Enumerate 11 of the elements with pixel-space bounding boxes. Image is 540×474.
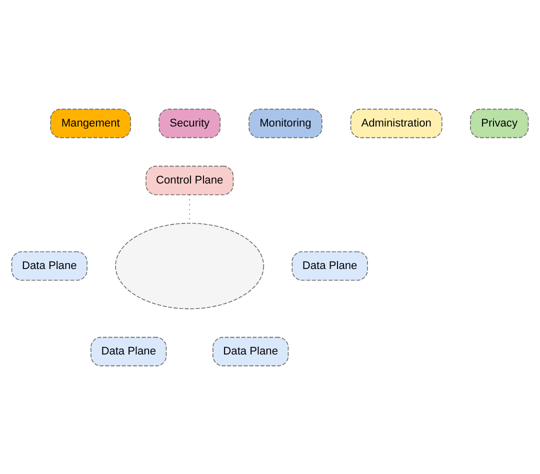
node-box: Data Plane <box>212 336 289 366</box>
node-cloud <box>115 222 264 309</box>
node-box: Data Plane <box>292 250 368 280</box>
node-box: Control Plane <box>146 165 234 195</box>
node-box: Mangement <box>50 108 131 138</box>
node-box: Administration <box>350 108 442 138</box>
node-box: Privacy <box>470 108 529 138</box>
node-box: Monitoring <box>248 108 322 138</box>
node-box: Data Plane <box>11 250 88 280</box>
node-box: Security <box>158 108 220 138</box>
node-box: Data Plane <box>90 336 167 366</box>
